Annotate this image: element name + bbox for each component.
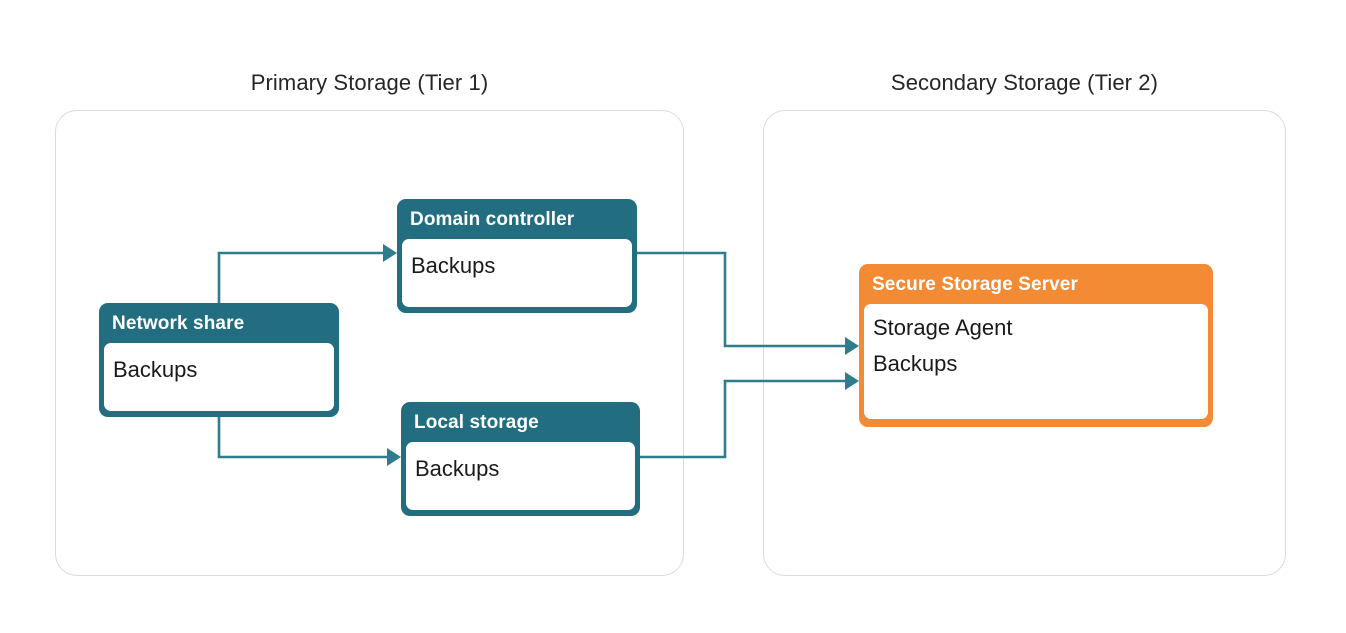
node-header-domain-controller: Domain controller — [410, 209, 575, 230]
node-header-network-share: Network share — [112, 313, 245, 334]
node-line-secure-storage-agent: Storage Agent — [873, 315, 1013, 340]
node-body-network-share: Backups — [104, 343, 334, 411]
group-title-secondary-storage: Secondary Storage (Tier 2) — [890, 70, 1159, 95]
group-title-primary-storage: Primary Storage (Tier 1) — [250, 70, 489, 95]
node-body-domain-controller: Backups — [402, 239, 632, 307]
node-local-storage[interactable]: Local storage Backups — [401, 402, 640, 516]
node-body-secure-storage-server: Storage Agent Backups — [864, 304, 1208, 419]
node-header-secure-storage-server: Secure Storage Server — [872, 274, 1078, 295]
node-line-network-share-backups: Backups — [113, 357, 198, 382]
node-network-share[interactable]: Network share Backups — [99, 303, 339, 417]
node-line-local-storage-backups: Backups — [415, 456, 500, 481]
node-secure-storage-server[interactable]: Secure Storage Server Storage Agent Back… — [859, 264, 1213, 427]
node-line-secure-storage-backups: Backups — [873, 350, 958, 376]
node-domain-controller[interactable]: Domain controller Backups — [397, 199, 637, 313]
node-line-domain-controller-backups: Backups — [411, 253, 496, 278]
node-body-local-storage: Backups — [406, 442, 635, 510]
node-header-local-storage: Local storage — [414, 412, 539, 433]
